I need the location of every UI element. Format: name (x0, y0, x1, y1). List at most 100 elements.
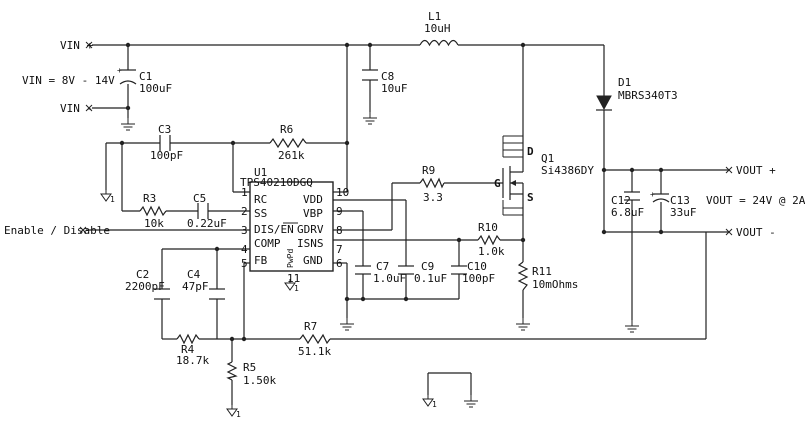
pin-dis-en: DIS/EN (254, 223, 294, 236)
svg-text:C1: C1 (139, 70, 152, 83)
ic-u1[interactable]: U1 TPS40210DGQ 1 2 3 4 5 RC SS DIS/EN CO… (240, 166, 349, 285)
svg-text:S: S (527, 191, 534, 204)
pin-rc: RC (254, 193, 267, 206)
svg-text:261k: 261k (278, 149, 305, 162)
wires (86, 44, 729, 405)
vin-minus-connector[interactable]: VIN - (60, 102, 93, 115)
capacitor-c10[interactable]: C10 100pF (451, 260, 495, 285)
diode-d1[interactable]: D1 MBRS340T3 (596, 76, 678, 111)
svg-text:100pF: 100pF (150, 149, 183, 162)
vin-plus-label: VIN + (60, 39, 93, 52)
svg-text:C8: C8 (381, 70, 394, 83)
svg-text:10uF: 10uF (381, 82, 408, 95)
capacitor-c7[interactable]: C7 1.0uF (355, 260, 406, 285)
resistor-r3[interactable]: R3 10k (139, 192, 167, 230)
svg-text:C3: C3 (158, 123, 171, 136)
svg-text:18.7k: 18.7k (176, 354, 209, 367)
svg-text:1: 1 (110, 195, 115, 204)
svg-text:R5: R5 (243, 361, 256, 374)
svg-text:+: + (117, 66, 122, 75)
pin-vdd: VDD (303, 193, 323, 206)
capacitor-c13[interactable]: + C13 33uF (650, 190, 697, 219)
svg-text:33uF: 33uF (670, 206, 697, 219)
svg-text:1.0k: 1.0k (478, 245, 505, 258)
vout-spec-label: VOUT = 24V @ 2A (706, 194, 805, 207)
resistor-r11[interactable]: R11 10mOhms (517, 261, 578, 291)
vin-plus-connector[interactable]: VIN + (60, 39, 93, 52)
svg-text:1: 1 (294, 284, 299, 293)
pin-gdrv: GDRV (297, 223, 324, 236)
svg-text:10k: 10k (144, 217, 164, 230)
svg-text:C10: C10 (467, 260, 487, 273)
mosfet-q1[interactable]: D G S Q1 Si4386DY (494, 135, 594, 216)
svg-text:11: 11 (287, 272, 300, 285)
svg-text:47pF: 47pF (182, 280, 209, 293)
capacitor-c2[interactable]: C2 2200pF (125, 268, 170, 300)
svg-text:R9: R9 (422, 164, 435, 177)
svg-text:C2: C2 (136, 268, 149, 281)
svg-text:R3: R3 (143, 192, 156, 205)
svg-text:1.0uF: 1.0uF (373, 272, 406, 285)
vout-plus-connector[interactable]: VOUT + (725, 164, 776, 177)
svg-text:C4: C4 (187, 268, 201, 281)
u1-pads: PwPd (286, 249, 295, 268)
svg-text:R6: R6 (280, 123, 293, 136)
pin-gnd: GND (303, 254, 323, 267)
svg-text:1: 1 (432, 400, 437, 409)
svg-text:C7: C7 (376, 260, 389, 273)
svg-text:G: G (494, 177, 501, 190)
svg-text:5: 5 (241, 257, 248, 270)
vout-minus-connector[interactable]: VOUT - (725, 226, 776, 239)
vout-minus-label: VOUT - (736, 226, 776, 239)
pin-isns: ISNS (297, 237, 324, 250)
vin-minus-label: VIN - (60, 102, 93, 115)
u1-part: TPS40210DGQ (240, 176, 313, 189)
svg-text:Si4386DY: Si4386DY (541, 164, 594, 177)
capacitor-c9[interactable]: C9 0.1uF (398, 260, 447, 285)
svg-text:10uH: 10uH (424, 22, 451, 35)
resistor-r10[interactable]: R10 1.0k (477, 221, 505, 258)
enable-connector[interactable]: Enable / Disable (4, 224, 110, 237)
resistor-r5[interactable]: R5 1.50k (226, 361, 276, 387)
svg-text:C13: C13 (670, 194, 690, 207)
capacitor-c8[interactable]: C8 10uF (362, 69, 408, 95)
svg-text:C12: C12 (611, 194, 631, 207)
svg-text:0.22uF: 0.22uF (187, 217, 227, 230)
svg-text:7: 7 (336, 243, 343, 256)
resistor-r9[interactable]: R9 3.3 (419, 164, 445, 204)
pin-comp: COMP (254, 237, 281, 250)
resistor-r4[interactable]: R4 18.7k (176, 333, 209, 367)
svg-text:R7: R7 (304, 320, 317, 333)
pin-vbp: VBP (303, 207, 323, 220)
svg-text:6: 6 (336, 257, 343, 270)
capacitor-c3[interactable]: C3 100pF (150, 123, 183, 162)
svg-text:3.3: 3.3 (423, 191, 443, 204)
svg-text:R10: R10 (478, 221, 498, 234)
svg-text:D: D (527, 145, 534, 158)
svg-text:0.1uF: 0.1uF (414, 272, 447, 285)
svg-text:L1: L1 (428, 10, 441, 23)
svg-text:1.50k: 1.50k (243, 374, 276, 387)
capacitor-c12[interactable]: C12 6.8uF (611, 191, 644, 219)
svg-text:8: 8 (336, 224, 343, 237)
capacitor-c4[interactable]: C4 47pF (182, 268, 225, 300)
pin-fb: FB (254, 254, 268, 267)
svg-text:C5: C5 (193, 192, 206, 205)
svg-text:R11: R11 (532, 265, 552, 278)
enable-label: Enable / Disable (4, 224, 110, 237)
capacitor-c5[interactable]: C5 0.22uF (187, 192, 227, 230)
junction-dots (119, 42, 664, 342)
pin-ss: SS (254, 207, 267, 220)
inductor-l1[interactable]: L1 10uH (419, 10, 459, 47)
svg-text:1: 1 (236, 410, 241, 419)
svg-text:2200pF: 2200pF (125, 280, 165, 293)
svg-text:100uF: 100uF (139, 82, 172, 95)
svg-text:6.8uF: 6.8uF (611, 206, 644, 219)
svg-text:51.1k: 51.1k (298, 345, 331, 358)
svg-text:100pF: 100pF (462, 272, 495, 285)
resistor-r6[interactable]: R6 261k (269, 123, 307, 162)
capacitor-c1[interactable]: + C1 100uF (117, 66, 172, 95)
resistor-r7[interactable]: R7 51.1k (298, 320, 331, 358)
svg-text:+: + (650, 190, 655, 199)
